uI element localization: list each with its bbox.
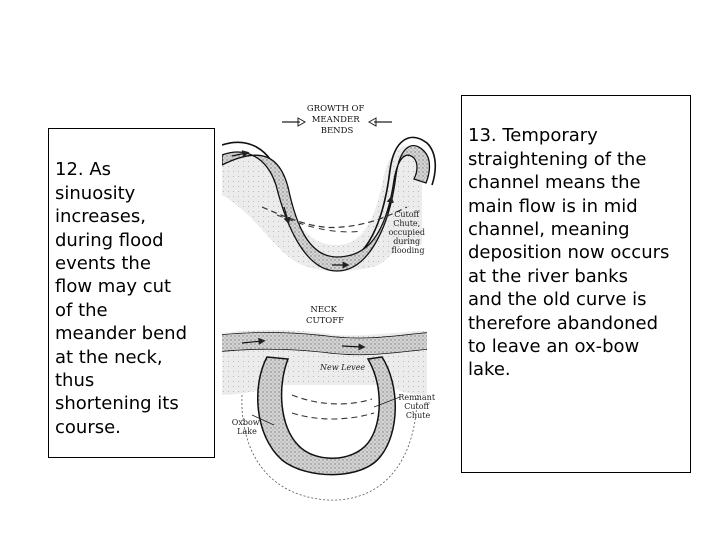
left-note-box: 12. As sinuosity increases, during flood… xyxy=(48,128,215,458)
arrow-left-icon xyxy=(367,117,392,127)
right-note-text: 13. Temporary straightening of the chann… xyxy=(468,125,670,381)
flow-arrow xyxy=(283,206,291,225)
river-channel xyxy=(222,145,431,272)
meander-diagram: GROWTH OF MEANDER BENDS Cutoff Chute, oc… xyxy=(222,104,437,501)
growth-panel: GROWTH OF MEANDER BENDS Cutoff Chute, oc… xyxy=(222,104,437,272)
left-note-text: 12. As sinuosity increases, during flood… xyxy=(55,159,188,438)
floodplain xyxy=(222,146,422,272)
oxbow-lake-label: Oxbow Lake xyxy=(232,418,262,436)
growth-title: GROWTH OF MEANDER BENDS xyxy=(307,104,367,136)
neck-cutoff-title: NECK CUTOFF xyxy=(306,305,344,326)
cutoff-chute-path xyxy=(261,206,408,229)
flow-arrow xyxy=(386,195,394,214)
neck-cutoff-panel: NECK CUTOFF New Levee Oxbow Lake Remnant… xyxy=(222,305,437,501)
flow-arrow xyxy=(231,150,250,158)
oxbow-lake xyxy=(257,356,396,476)
new-levee-label: New Levee xyxy=(319,363,365,372)
arrow-right-icon xyxy=(282,117,307,127)
cutoff-chute-label: Cutoff Chute, occupied during flooding xyxy=(388,210,427,255)
remnant-chute-label: Remnant Cutoff Chute xyxy=(398,393,437,420)
right-note-box: 13. Temporary straightening of the chann… xyxy=(461,95,691,473)
